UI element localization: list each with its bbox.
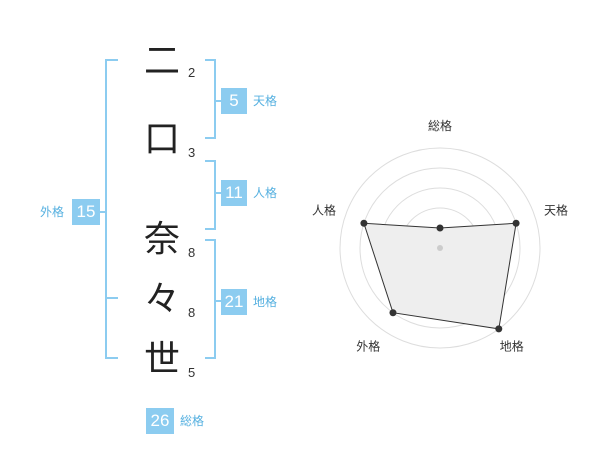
radar-label-4: 外格 [356,339,380,354]
stroke-count-1: 2 [188,65,196,80]
radar-point-2 [512,219,520,227]
name-char-2: 口 [143,119,180,160]
radar-label-2: 天格 [544,202,568,217]
radar-label-5: 人格 [312,202,336,217]
chikaku-bracket [205,239,216,359]
stroke-count-4: 8 [188,305,196,320]
radar-center-dot [437,245,443,251]
radar-point-5 [360,219,368,227]
radar-point-4 [389,309,397,317]
radar-polygon [363,222,517,330]
radar-label-3: 地格 [500,339,524,354]
radar-ring-4 [359,167,521,329]
soukaku-value: 26 [146,408,174,434]
jinkaku-label: 人格 [253,186,278,200]
radar-points [360,219,520,333]
stroke-count-5: 5 [188,365,196,380]
tenkaku-label: 天格 [253,94,278,108]
radar-point-3 [495,325,503,333]
gaikaku-bracket [105,59,118,359]
soukaku-label: 総格 [180,414,205,428]
name-char-5: 世 [143,339,180,380]
name-char-1: 二 [143,41,180,82]
radar-label-1: 総格 [428,118,452,133]
tenkaku-bracket [205,59,216,139]
stroke-count-2: 3 [188,145,196,160]
jinkaku-bracket [205,160,216,230]
name-char-4: 々 [143,279,180,320]
radar-point-1 [436,224,444,232]
chikaku-value: 21 [221,289,247,315]
radar-ring-5 [339,147,541,349]
gaikaku-label: 外格 [40,205,65,219]
gaikaku-value: 15 [72,199,100,225]
jinkaku-value: 11 [221,180,247,206]
stroke-count-3: 8 [188,245,196,260]
tenkaku-value: 5 [221,88,247,114]
name-char-3: 奈 [143,219,180,260]
chikaku-label: 地格 [253,295,278,309]
